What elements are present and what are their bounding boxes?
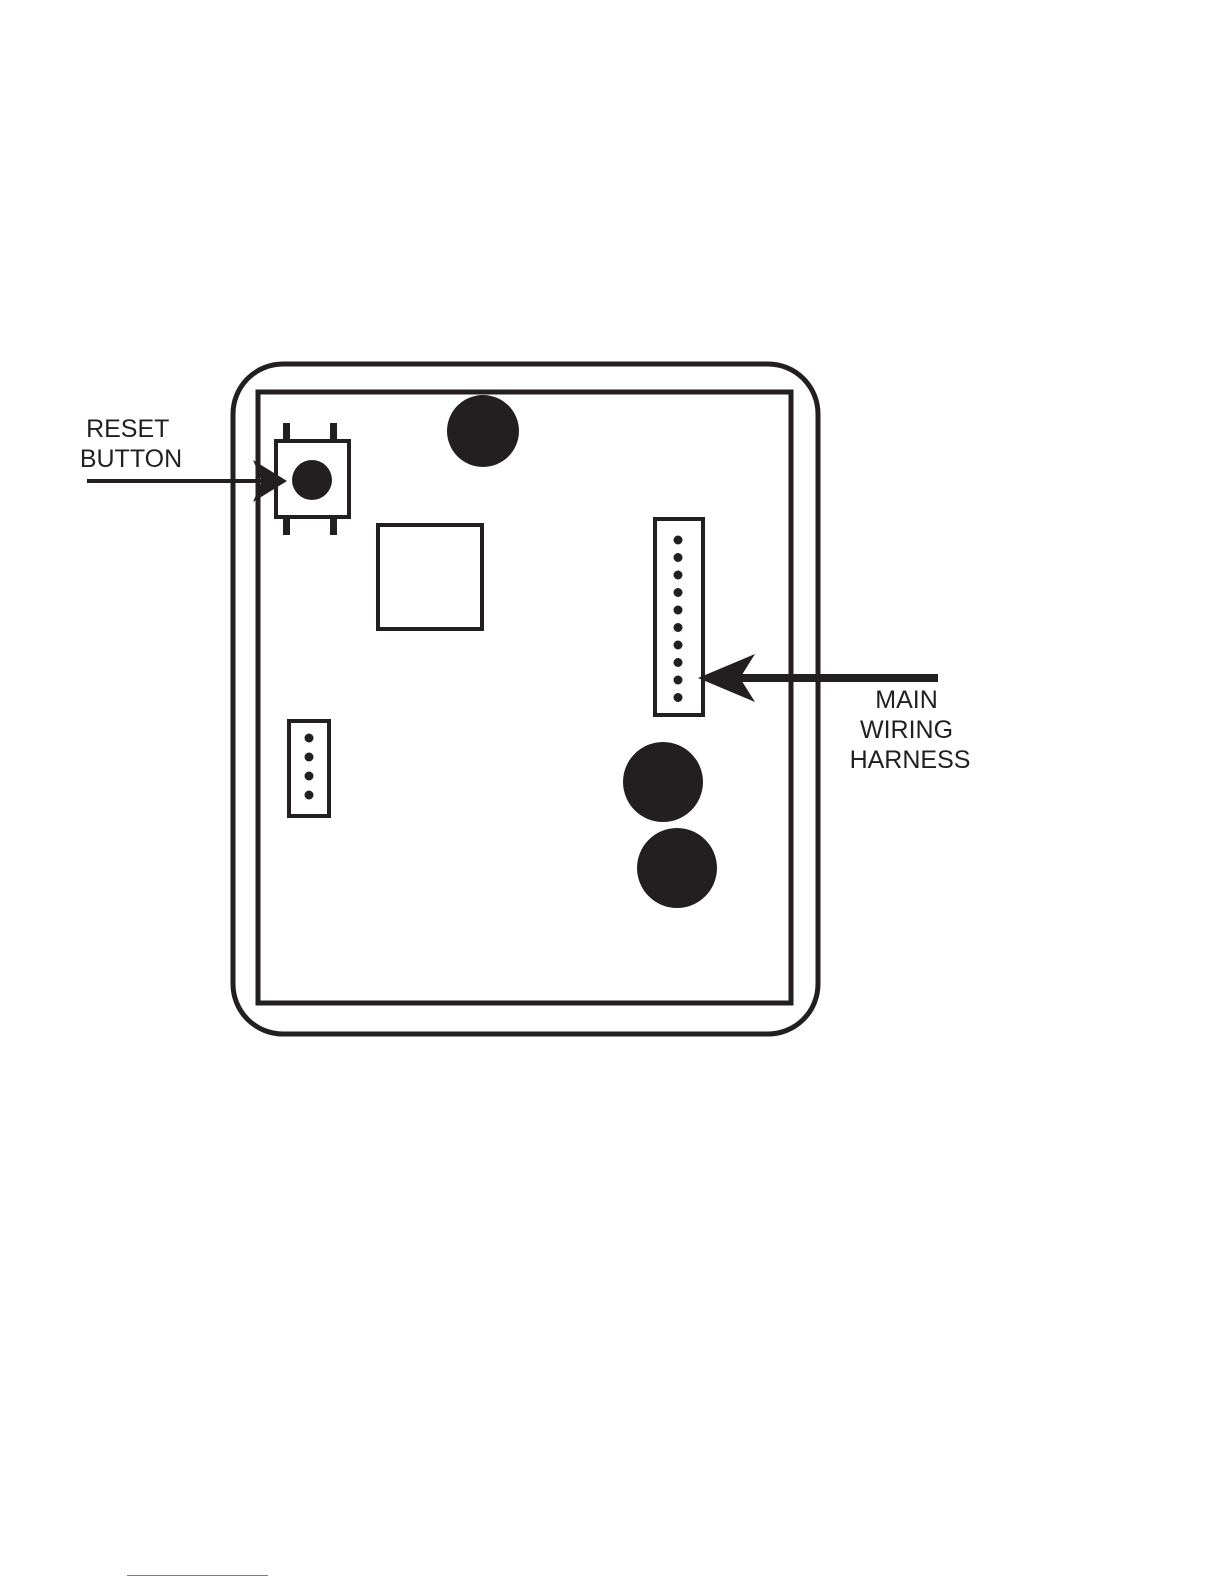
four-pin-pin: [305, 753, 314, 762]
round-component-top: [447, 395, 519, 467]
main-harness-pin: [674, 588, 683, 597]
main-harness-pin: [674, 553, 683, 562]
reset-button-pin: [330, 423, 337, 443]
main-wiring-harness-label: MAIN WIRING HARNESS: [850, 686, 971, 774]
main-harness-pin: [674, 571, 683, 580]
main-harness-pin: [674, 623, 683, 632]
four-pin-pin: [305, 772, 314, 781]
reset-button: [276, 423, 349, 535]
main-wiring-harness-connector: [655, 519, 703, 715]
harness-label-line: MAIN: [875, 686, 938, 714]
square-chip: [378, 525, 482, 629]
harness-label-line: WIRING: [860, 716, 953, 744]
reset-label-line: BUTTON: [80, 445, 182, 473]
main-harness-pin: [674, 693, 683, 702]
reset-label-line: RESET: [86, 415, 169, 443]
round-component-middle: [623, 742, 703, 822]
reset-button-label: RESET BUTTON: [80, 415, 182, 473]
four-pin-pin: [305, 791, 314, 800]
main-harness-pin: [674, 606, 683, 615]
reset-button-pin: [283, 423, 290, 443]
main-harness-pin: [674, 658, 683, 667]
circuit-board: [258, 392, 791, 1003]
four-pin-connector: [289, 721, 329, 816]
main-harness-pin: [674, 676, 683, 685]
round-component-bottom: [637, 828, 717, 908]
reset-button-pin: [283, 515, 290, 535]
main-harness-housing: [655, 519, 703, 715]
harness-label-line: HARNESS: [850, 746, 971, 774]
main-harness-pin: [674, 641, 683, 650]
four-pin-pin: [305, 734, 314, 743]
footer-rule: [127, 1575, 268, 1576]
main-harness-pin: [674, 536, 683, 545]
reset-button-cap: [292, 460, 332, 500]
reset-button-pin: [330, 515, 337, 535]
